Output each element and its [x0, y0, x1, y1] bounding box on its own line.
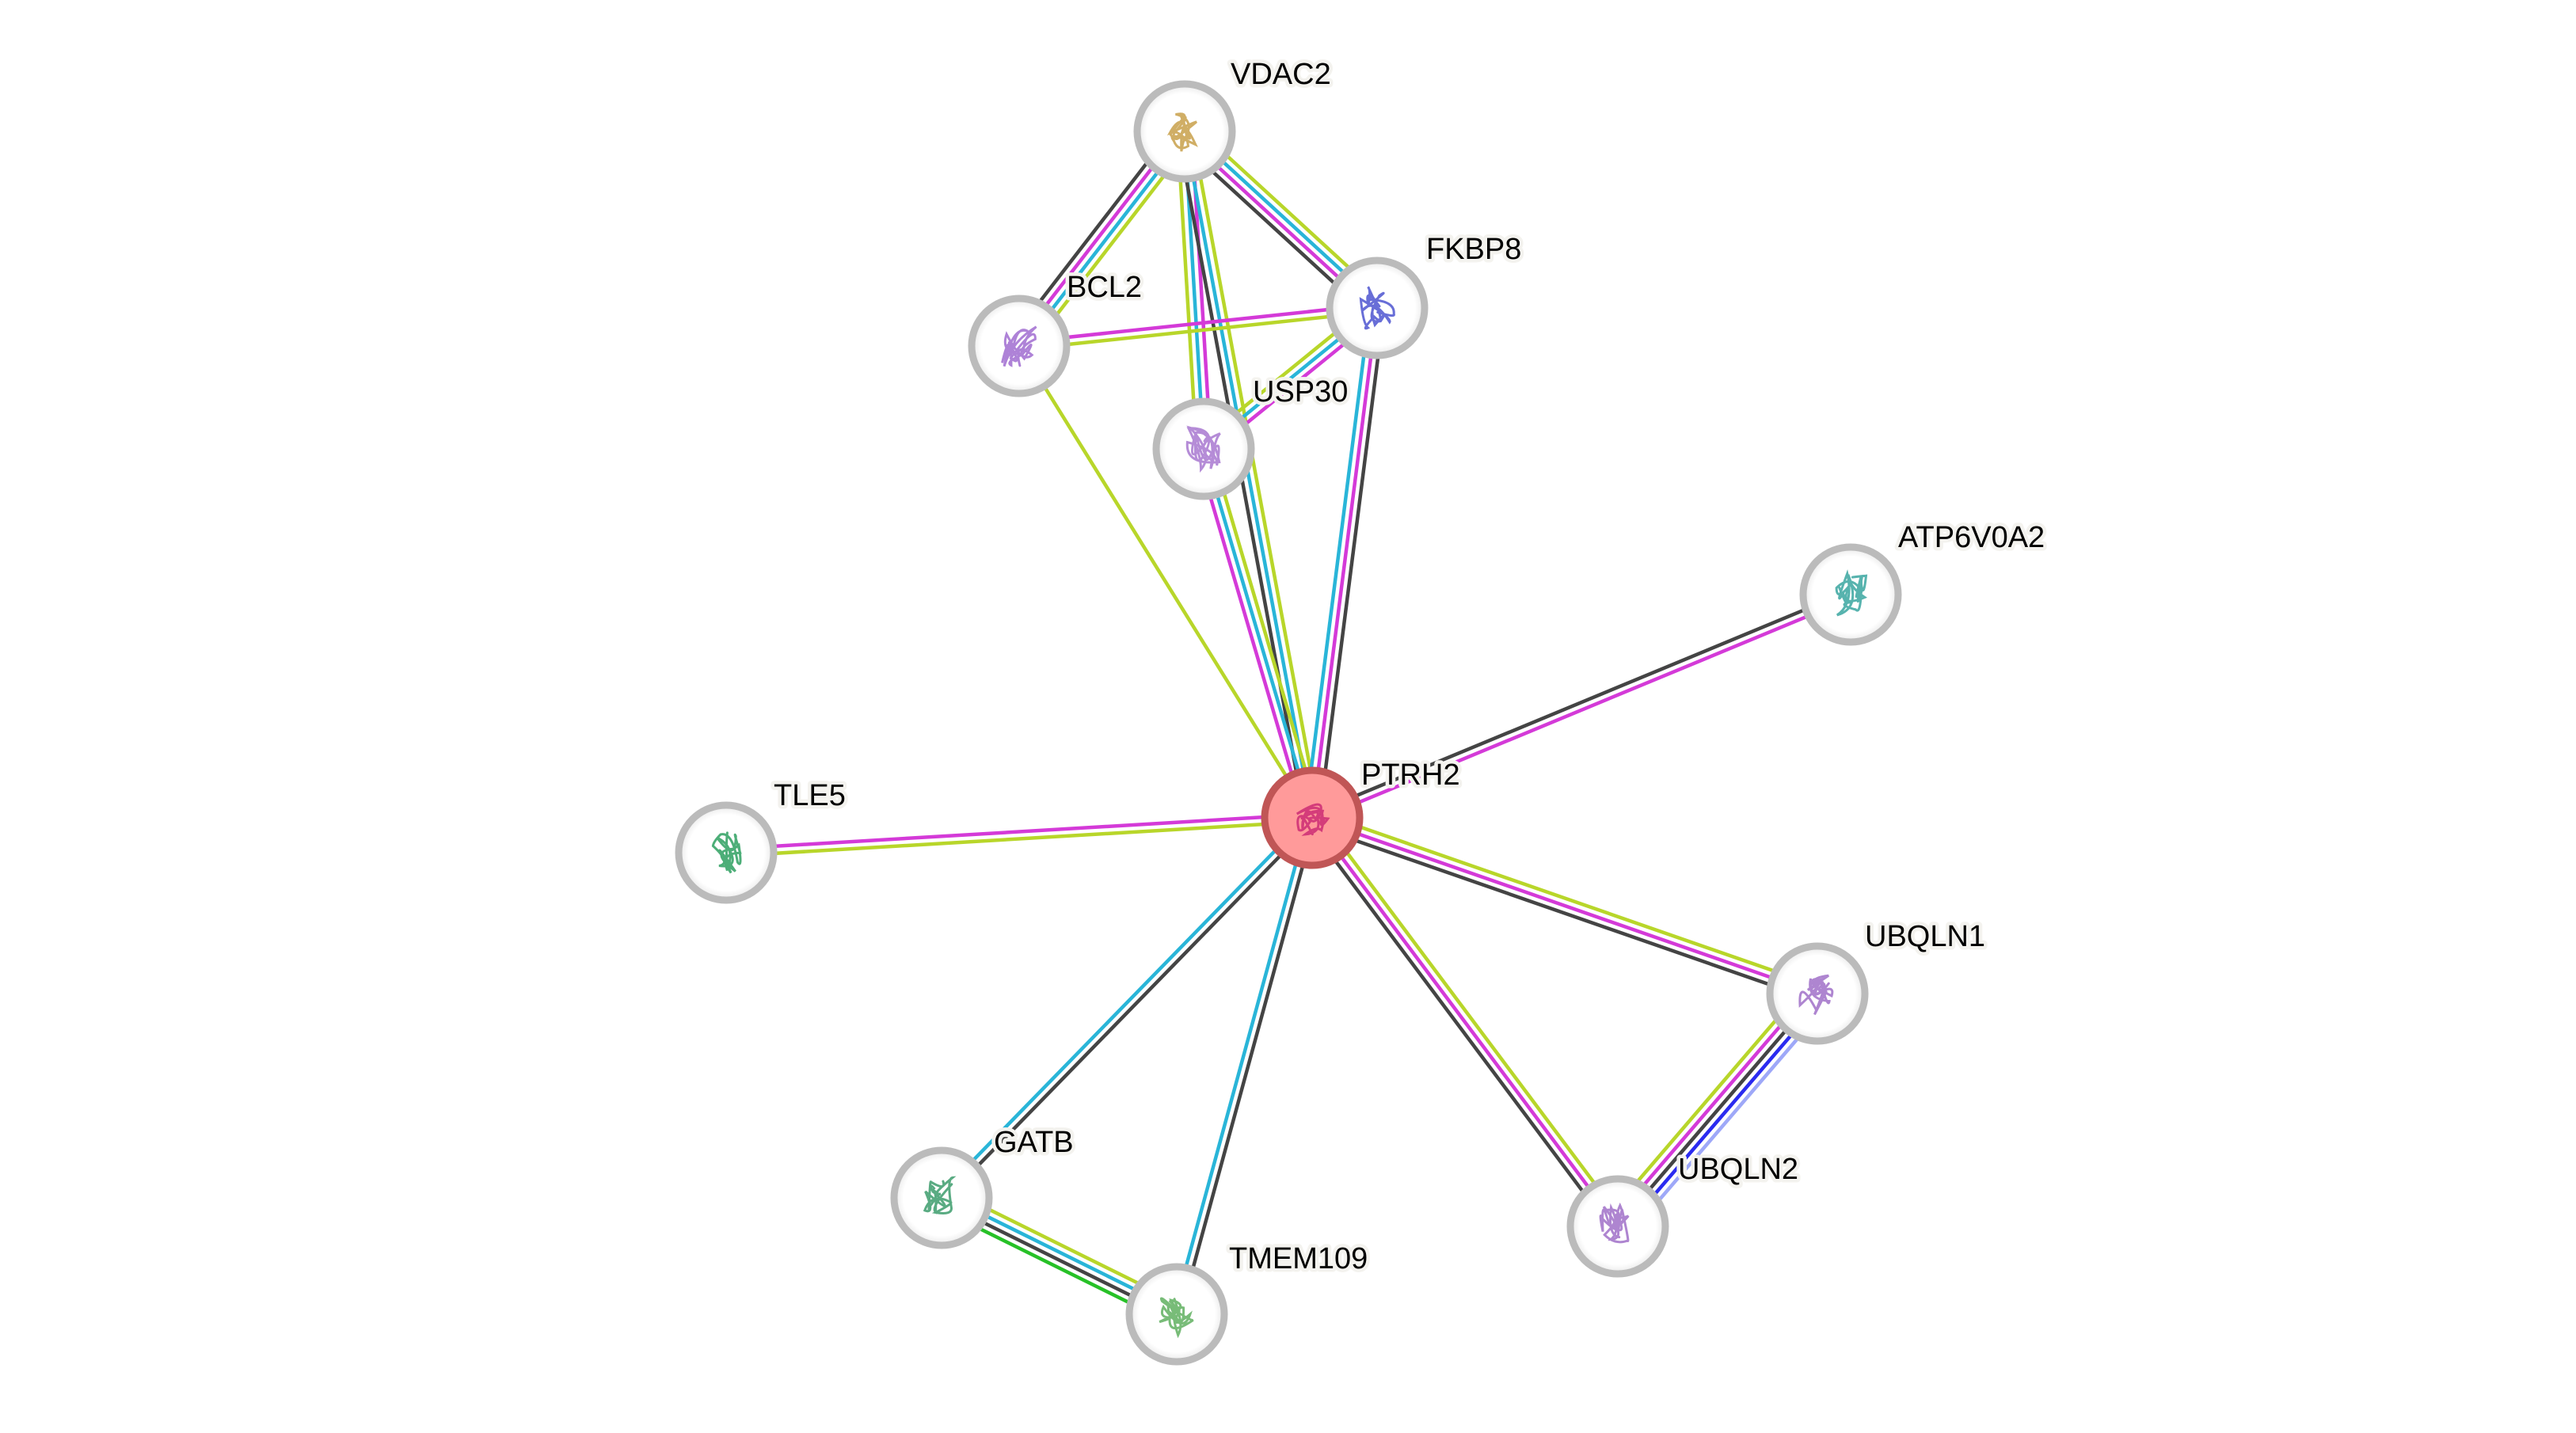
edge-ptrh2-tmem109[interactable]: [1171, 816, 1318, 1316]
node-ptrh2[interactable]: PTRH2: [1261, 755, 1463, 869]
node-usp30[interactable]: USP30: [1152, 372, 1352, 500]
node-tmem109[interactable]: TMEM109: [1125, 1239, 1372, 1366]
protein-structure-icon: [1599, 1202, 1630, 1244]
edge-tle5-ptrh2[interactable]: [725, 812, 1313, 858]
edge-line-coexpression: [1317, 308, 1387, 819]
edge-line-fusion: [1622, 997, 1825, 1233]
edge-line-textmining: [1316, 812, 1626, 1223]
edge-line-database: [938, 814, 1311, 1197]
node-atp6v0a2[interactable]: ATP6V0A2: [1799, 518, 2049, 646]
node-label-ptrh2: PTRH2: [1361, 758, 1460, 792]
edge-line-textmining: [1314, 809, 1821, 989]
node-label-fkbp8: FKBP8: [1426, 233, 1521, 266]
protein-structure-icon: [1159, 1297, 1194, 1339]
edge-line-database: [1201, 448, 1315, 819]
structure-ribbon: [923, 1176, 957, 1214]
edge-ptrh2-gatb[interactable]: [938, 814, 1316, 1202]
edge-line-coexpression: [1309, 823, 1816, 1002]
edge-line-coexpression: [942, 819, 1316, 1202]
edge-line-textmining: [1208, 446, 1321, 817]
edge-line-experiment: [1312, 596, 1853, 823]
protein-structure-icon: [923, 1176, 957, 1214]
node-fkbp8[interactable]: FKBP8: [1326, 230, 1525, 359]
node-label-atp6v0a2: ATP6V0A2: [1898, 521, 2045, 554]
structure-ribbon: [1159, 1297, 1194, 1339]
edge-line-textmining: [1175, 131, 1199, 450]
edge-ptrh2-ubqln1[interactable]: [1309, 809, 1821, 1002]
edge-ptrh2-ubqln2[interactable]: [1304, 812, 1626, 1232]
edge-line-database: [1171, 816, 1311, 1314]
node-tle5[interactable]: TLE5: [675, 776, 849, 904]
edge-ubqln1-ubqln2[interactable]: [1605, 983, 1830, 1237]
structure-ribbon: [1798, 974, 1834, 1016]
node-ubqln1[interactable]: UBQLN1: [1766, 917, 1989, 1045]
edges-layer: [725, 122, 1853, 1326]
edge-line-experiment: [1310, 307, 1379, 819]
node-label-gatb: GATB: [994, 1126, 1074, 1159]
protein-structure-icon: [1001, 325, 1037, 367]
protein-structure-icon: [1166, 112, 1198, 152]
edge-line-textmining: [1189, 129, 1322, 817]
node-label-ubqln2: UBQLN2: [1678, 1153, 1798, 1186]
edge-line-textmining: [726, 819, 1313, 858]
protein-structure-icon: [711, 831, 742, 874]
protein-structure-icon: [1359, 286, 1395, 330]
structure-ribbon: [1599, 1202, 1630, 1244]
node-label-tle5: TLE5: [774, 779, 846, 812]
edge-line-experiment: [1195, 450, 1307, 821]
node-label-ubqln1: UBQLN1: [1865, 920, 1985, 953]
edge-line-experiment: [1311, 816, 1619, 1228]
edge-line-database: [1303, 306, 1372, 818]
node-label-usp30: USP30: [1253, 375, 1348, 409]
edge-line-textmining: [1018, 344, 1314, 819]
edge-line-database: [1182, 131, 1315, 819]
edge-line-textmining: [1019, 310, 1378, 352]
edge-line-experiment: [1611, 987, 1813, 1223]
structure-ribbon: [1001, 325, 1037, 367]
edge-line-experiment: [725, 812, 1312, 851]
node-circle: [1799, 543, 1902, 646]
edge-line-coexpression: [1178, 818, 1318, 1316]
node-label-bcl2: BCL2: [1067, 271, 1142, 304]
node-label-tmem109: TMEM109: [1229, 1242, 1368, 1275]
nodes-layer: PTRH2 VDAC2 FKBP8 BCL2 USP30 ATP6V0A2: [675, 55, 2049, 1366]
protein-structure-icon: [1185, 425, 1221, 473]
edge-bcl2-ptrh2[interactable]: [1018, 344, 1314, 819]
protein-structure-icon: [1798, 974, 1834, 1016]
node-bcl2[interactable]: BCL2: [968, 268, 1146, 397]
node-vdac2[interactable]: VDAC2: [1133, 55, 1334, 183]
edge-line-coexpression: [1310, 589, 1851, 816]
edge-usp30-ptrh2[interactable]: [1195, 446, 1321, 821]
edge-line-experiment: [1018, 302, 1377, 344]
node-ubqln2[interactable]: UBQLN2: [1566, 1150, 1802, 1278]
node-gatb[interactable]: GATB: [890, 1123, 1077, 1249]
structure-ribbon: [711, 831, 742, 874]
protein-structure-icon: [1296, 803, 1330, 836]
structure-ribbon: [1185, 425, 1221, 473]
edge-line-coexpression: [1304, 821, 1614, 1232]
structure-ribbon: [1835, 569, 1868, 617]
edge-line-experiment: [1311, 815, 1818, 996]
structure-ribbon: [1359, 286, 1395, 330]
edge-atp6v0a2-ptrh2[interactable]: [1310, 589, 1853, 823]
structure-ribbon: [1166, 112, 1198, 152]
node-label-vdac2: VDAC2: [1231, 58, 1331, 91]
edge-fkbp8-ptrh2[interactable]: [1303, 306, 1387, 819]
edge-line-coexpression: [1616, 992, 1819, 1228]
edge-bcl2-fkbp8[interactable]: [1018, 302, 1378, 352]
edge-line-textmining: [1605, 983, 1809, 1218]
protein-structure-icon: [1835, 569, 1868, 617]
edge-line-homology: [1627, 1002, 1830, 1237]
structure-ribbon: [1296, 803, 1330, 836]
